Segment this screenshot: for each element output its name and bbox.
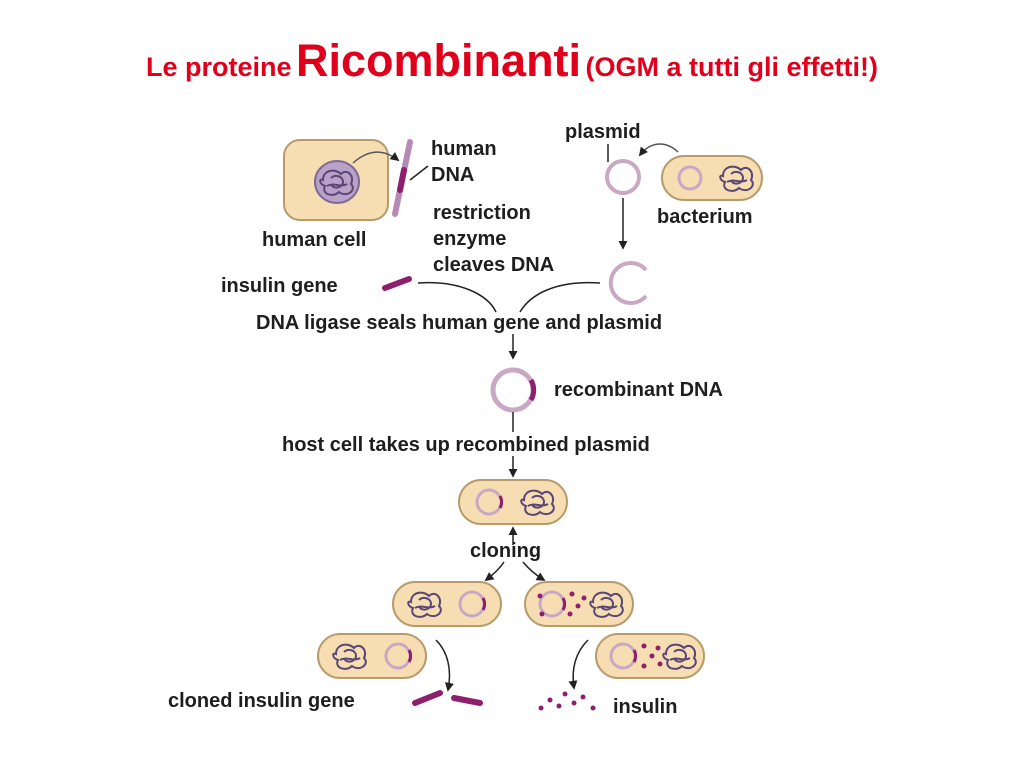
restriction-label-3: cleaves DNA <box>433 254 554 276</box>
insulin-gene-segment <box>382 276 412 291</box>
cut-plasmid <box>608 261 648 305</box>
cloned-gene-segment-1 <box>412 690 443 706</box>
host-cell-label: host cell takes up recombined plasmid <box>282 434 650 456</box>
slide-title: Le proteine Ricombinanti (OGM a tutti gl… <box>0 38 1024 83</box>
lower-bacterium-left <box>317 633 427 679</box>
insulin-gene-label: insulin gene <box>221 275 338 297</box>
human-cell <box>283 139 389 221</box>
human-dna-label-1: human <box>431 138 497 160</box>
human-dna-label-2: DNA <box>431 164 474 186</box>
bacterium-to-plasmid-arrow <box>638 143 679 157</box>
host-bacterium <box>458 479 568 525</box>
dna-ligase-label: DNA ligase seals human gene and plasmid <box>256 312 662 334</box>
recombinant-dna-plasmid <box>490 367 537 413</box>
title-suffix: (OGM a tutti gli effetti!) <box>585 52 878 82</box>
cloned-gene-segment-2 <box>451 695 483 706</box>
cloned-insulin-gene-label: cloned insulin gene <box>168 690 355 712</box>
insulin-label: insulin <box>613 696 677 718</box>
title-prefix: Le proteine <box>146 52 292 82</box>
bacterium <box>661 155 763 201</box>
clone-bacterium-right <box>524 581 634 627</box>
restriction-label-2: enzyme <box>433 228 506 250</box>
lower-bacterium-right <box>595 633 705 679</box>
human-dna-chromosome <box>392 139 429 217</box>
cell-to-dna-arrow <box>352 151 400 164</box>
restriction-label-1: restriction <box>433 202 531 224</box>
bacterium-label: bacterium <box>657 206 753 228</box>
human-cell-label: human cell <box>262 229 366 251</box>
clone-bacterium-left <box>392 581 502 627</box>
plasmid-ring <box>605 159 641 195</box>
title-main: Ricombinanti <box>296 35 582 86</box>
insulin-molecules <box>538 691 596 711</box>
recombinant-dna-label: recombinant DNA <box>554 379 723 401</box>
plasmid-label: plasmid <box>565 121 641 143</box>
cloning-label: cloning <box>470 540 541 562</box>
